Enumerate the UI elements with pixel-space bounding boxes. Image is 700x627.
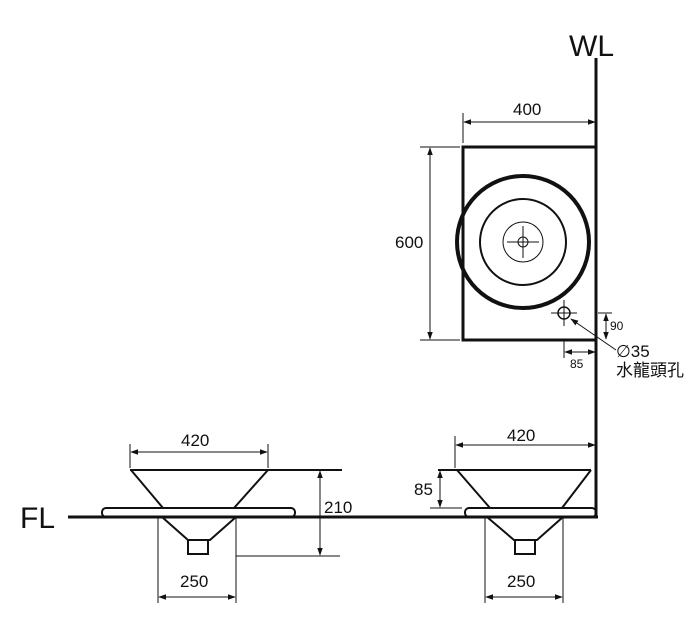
left-elevation: 420 210 250 bbox=[101, 431, 352, 603]
dim-250l-label: 250 bbox=[180, 572, 208, 591]
hole-diameter-label: ∅35 bbox=[616, 342, 650, 361]
left-bowl-side-l bbox=[130, 469, 164, 509]
hole-leader bbox=[570, 318, 617, 351]
dim-420r-label: 420 bbox=[507, 426, 535, 445]
right-drain bbox=[514, 539, 536, 555]
left-bowl-side-r bbox=[233, 469, 269, 509]
dim-250r-label: 250 bbox=[507, 572, 535, 591]
floor-label: FL bbox=[20, 502, 55, 535]
dim-85-label: 85 bbox=[570, 357, 584, 371]
right-bowl-side-l bbox=[456, 469, 491, 509]
left-drain bbox=[187, 539, 209, 555]
counter-rect bbox=[461, 145, 598, 342]
drain-circle bbox=[502, 221, 544, 263]
left-countertop bbox=[101, 507, 296, 518]
right-bowl-side-r bbox=[561, 469, 592, 509]
right-under-bowl bbox=[486, 516, 564, 541]
hole-name-label: 水龍頭孔 bbox=[616, 361, 684, 380]
basin-outer-circle bbox=[455, 174, 591, 310]
right-countertop bbox=[464, 507, 597, 518]
basin-inner-circle bbox=[479, 198, 567, 286]
dim-85d-label: 85 bbox=[414, 480, 433, 499]
dim-90-label: 90 bbox=[610, 319, 624, 333]
right-elevation: 420 85 250 bbox=[414, 426, 597, 603]
left-under-bowl bbox=[161, 516, 237, 541]
wall-label: WL bbox=[569, 30, 614, 63]
dim-420l-label: 420 bbox=[181, 431, 209, 450]
top-view: 400 600 90 85 ∅35 水龍頭孔 bbox=[395, 100, 684, 380]
dim-210-label: 210 bbox=[324, 498, 352, 517]
dim-600-label: 600 bbox=[395, 233, 423, 252]
dim-400-label: 400 bbox=[513, 100, 541, 119]
